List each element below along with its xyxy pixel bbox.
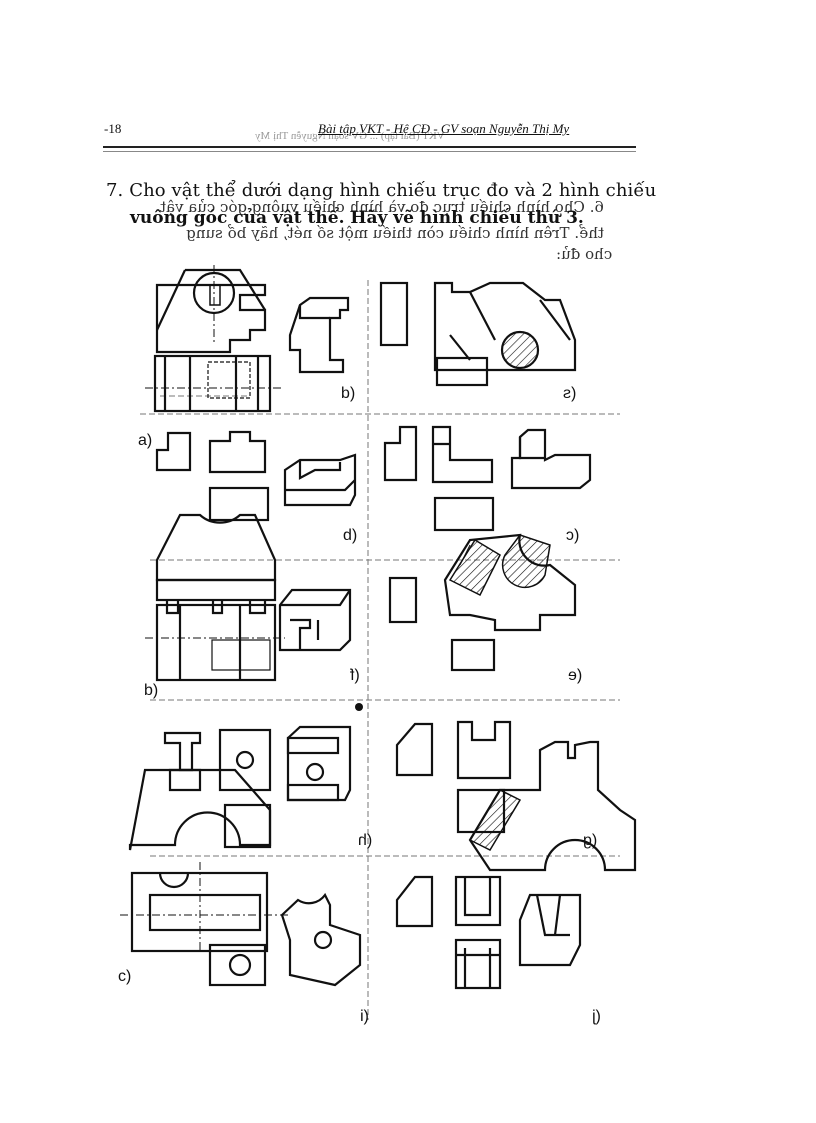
figure-g-views — [395, 720, 637, 872]
label-c: c) — [118, 968, 132, 985]
label-g: (g — [583, 832, 598, 849]
page-number: -18 — [104, 121, 122, 136]
figure-j-views — [395, 875, 582, 990]
label-b: b) — [144, 682, 159, 699]
figure-a-front-view — [155, 265, 267, 354]
label-h: (h — [358, 832, 373, 849]
header-rule — [103, 146, 636, 148]
figure-s-views — [379, 281, 577, 387]
label-d: (d — [341, 385, 356, 402]
label-i: (i — [360, 1008, 369, 1025]
label-j: (j — [592, 1008, 601, 1025]
label-c-mirrored: (c — [566, 527, 580, 544]
figure-c-views — [383, 425, 592, 532]
figure-d-isometric — [288, 296, 350, 374]
question-text-line-2: vuông góc của vật thể. Hãy vẽ hình chiếu… — [130, 208, 584, 228]
figure-f-isometric — [278, 588, 352, 652]
figure-c-front-top-views — [120, 862, 290, 987]
figure-a-top-view — [145, 354, 282, 413]
question-text-line-1: 7. Cho vật thể dưới dạng hình chiếu trục… — [106, 180, 657, 201]
label-s: (s — [563, 385, 577, 402]
figure-b-isometric — [283, 453, 357, 507]
figure-b-top-rect — [208, 486, 270, 522]
figure-h-views — [128, 728, 272, 851]
label-a: a) — [138, 432, 153, 449]
figure-b-front-view — [145, 513, 285, 682]
figure-a-small-views — [155, 430, 267, 474]
figure-i-isometric — [280, 892, 362, 987]
running-title: Bài tập VKT - Hệ CĐ - GV soạn Nguyễn Thị… — [318, 121, 570, 136]
ink-blot — [355, 703, 363, 711]
label-f: (f — [350, 667, 360, 684]
label-e: (e — [568, 667, 583, 684]
figure-e-views — [388, 533, 577, 672]
label-b-mirrored: (b — [343, 527, 358, 544]
header-rule-dashed — [103, 151, 636, 152]
figure-h-isometric — [286, 725, 352, 802]
